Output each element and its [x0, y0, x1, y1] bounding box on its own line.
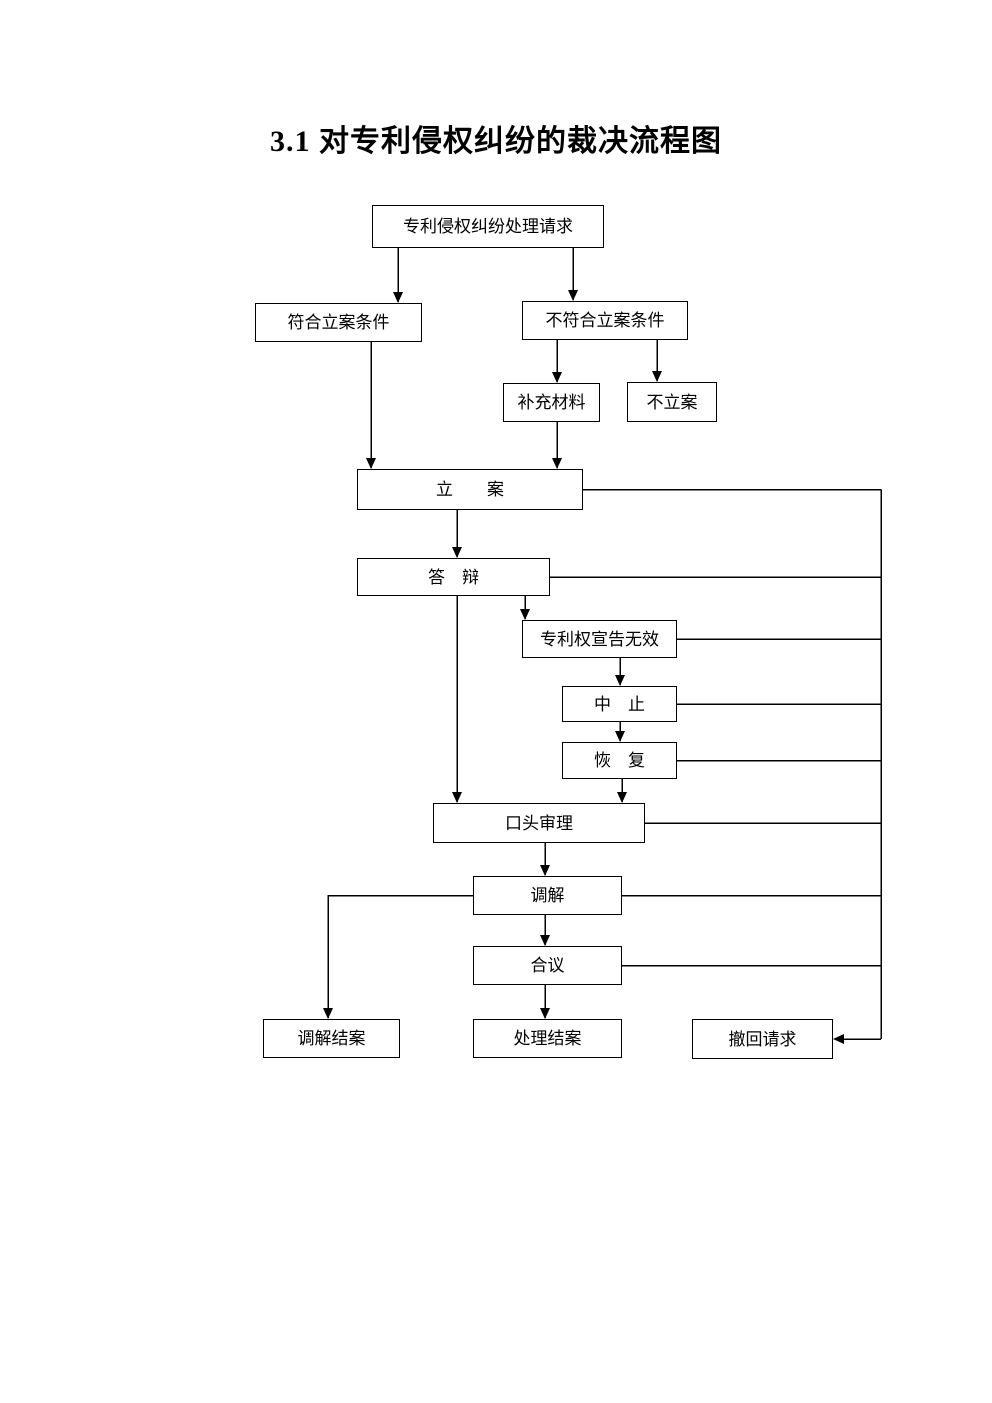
- node-suspension: 中 止: [562, 686, 677, 722]
- node-mediation-case-closed: 调解结案: [263, 1019, 400, 1058]
- node-not-meets-filing-criteria: 不符合立案条件: [522, 301, 688, 340]
- node-panel-deliberation: 合议: [473, 946, 622, 985]
- connector-lines: [327, 248, 882, 1040]
- connector-arrowheads: [323, 290, 844, 1044]
- node-defense-reply: 答 辩: [357, 558, 550, 596]
- node-patent-declared-invalid: 专利权宣告无效: [522, 620, 677, 658]
- node-withdraw-request: 撤回请求: [692, 1019, 833, 1059]
- node-meets-filing-criteria: 符合立案条件: [255, 303, 422, 342]
- page-title: 3.1 对专利侵权纠纷的裁决流程图: [270, 125, 722, 158]
- node-resumption: 恢 复: [562, 742, 677, 779]
- node-oral-hearing: 口头审理: [433, 803, 645, 843]
- node-decision-case-closed: 处理结案: [473, 1019, 622, 1058]
- node-mediation: 调解: [473, 876, 622, 915]
- node-patent-dispute-request: 专利侵权纠纷处理请求: [372, 205, 604, 248]
- node-supplement-materials: 补充材料: [503, 383, 600, 422]
- node-no-case-filing: 不立案: [627, 382, 717, 422]
- node-case-filing: 立 案: [357, 469, 583, 510]
